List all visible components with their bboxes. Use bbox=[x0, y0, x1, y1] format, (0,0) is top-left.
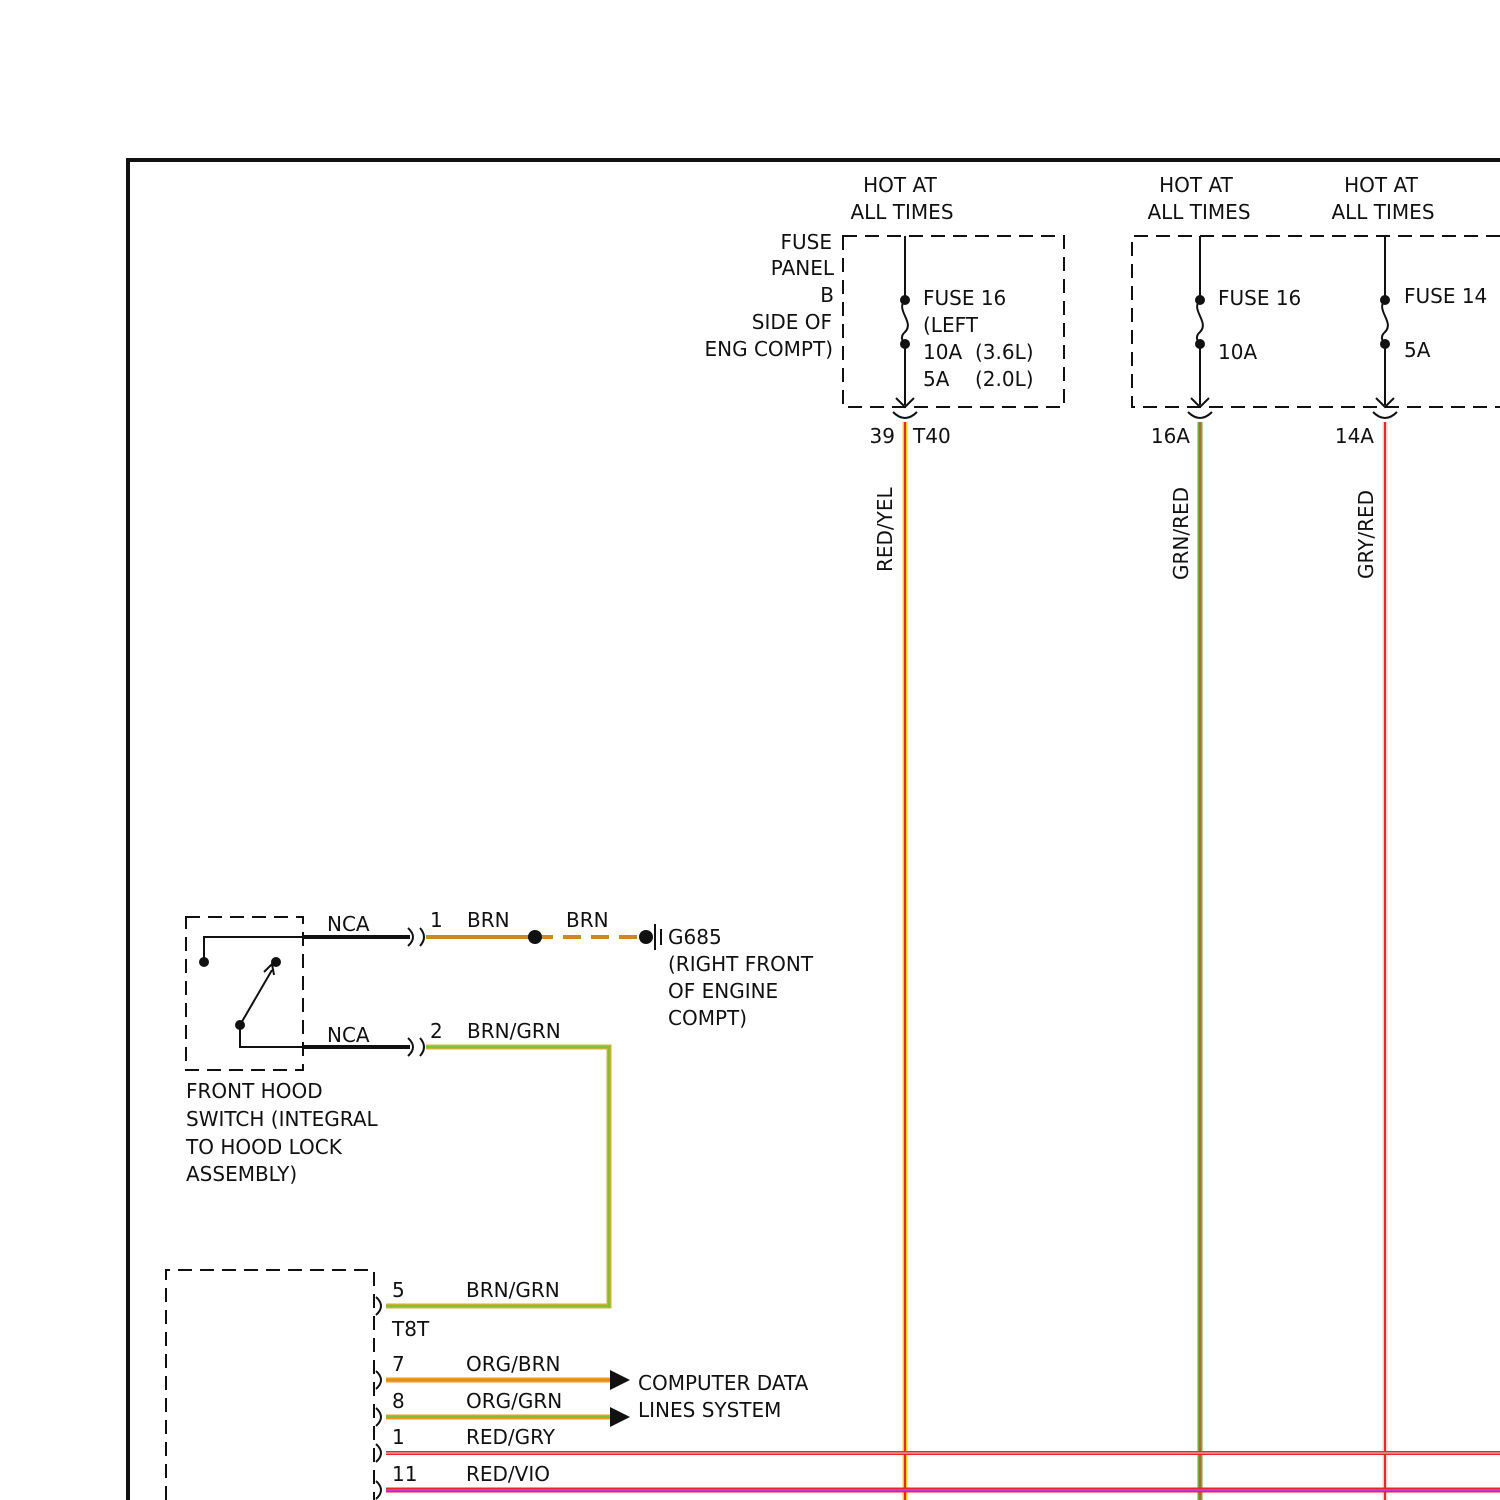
svg-text:SWITCH (INTEGRAL: SWITCH (INTEGRAL bbox=[186, 1107, 379, 1131]
ground-dot bbox=[639, 930, 653, 944]
fuse-c-symbol bbox=[1373, 236, 1397, 418]
fuse-c-name: FUSE 14 bbox=[1404, 284, 1487, 308]
module-pin-1: 1 bbox=[392, 1425, 405, 1449]
fuse-b-rating: 10A bbox=[1218, 340, 1257, 364]
hood-switch-name: FRONT HOOD SWITCH (INTEGRAL TO HOOD LOCK… bbox=[185, 1079, 379, 1186]
hood-pin-1: 1 bbox=[430, 908, 443, 932]
fuse-a-name: FUSE 16 bbox=[923, 286, 1006, 310]
module-pin-11: 11 bbox=[392, 1462, 417, 1486]
hood-pin-2: 2 bbox=[430, 1019, 443, 1043]
hot-label-2-line2: ALL TIMES bbox=[1147, 200, 1250, 224]
fuse-b-terminal-top bbox=[1195, 295, 1205, 305]
module-pin-7-color: ORG/BRN bbox=[466, 1352, 560, 1376]
wire-3-pin: 14A bbox=[1335, 424, 1374, 448]
data-lines-label-2: LINES SYSTEM bbox=[638, 1398, 781, 1422]
fuse-a-rating-2: 5A bbox=[923, 367, 950, 391]
svg-text:TO HOOD LOCK: TO HOOD LOCK bbox=[185, 1135, 343, 1159]
fuse-a-symbol bbox=[893, 236, 917, 418]
svg-text:SIDE OF: SIDE OF bbox=[752, 310, 832, 334]
splice-dot bbox=[528, 930, 542, 944]
module-connector-symbols bbox=[376, 1297, 381, 1499]
hot-label-1-line2: ALL TIMES bbox=[850, 200, 953, 224]
fuse-a-rating-1: 10A bbox=[923, 340, 962, 364]
hood-pin-1-color: BRN bbox=[467, 908, 510, 932]
svg-text:B: B bbox=[820, 283, 834, 307]
svg-text:ASSEMBLY): ASSEMBLY) bbox=[186, 1162, 297, 1186]
wire-2-color-label: GRN/RED bbox=[1169, 487, 1193, 580]
wire-brn-grn bbox=[386, 1047, 609, 1306]
wire-1-pin: 39 bbox=[870, 424, 895, 448]
ground-desc-3: COMPT) bbox=[668, 1006, 747, 1030]
hood-connector-symbols bbox=[408, 928, 424, 1056]
fuse-a-location: (LEFT bbox=[923, 313, 979, 337]
hood-switch-terminal-2 bbox=[271, 957, 281, 967]
wire-1-color-label: RED/YEL bbox=[873, 486, 897, 572]
module-pin-8-color: ORG/GRN bbox=[466, 1389, 562, 1413]
fuse-c-terminal-bottom bbox=[1380, 339, 1390, 349]
module-pin-8: 8 bbox=[392, 1389, 405, 1413]
hot-label-3-line1: HOT AT bbox=[1344, 173, 1418, 197]
wire-brn-grn-stripe bbox=[386, 1047, 609, 1306]
module-pin-5-color: BRN/GRN bbox=[466, 1278, 560, 1302]
ground-icon bbox=[655, 924, 661, 950]
hood-switch-contacts bbox=[204, 937, 303, 1047]
fuse-panel-box-2 bbox=[1132, 236, 1500, 407]
hot-label-2-line1: HOT AT bbox=[1159, 173, 1233, 197]
arrow-org-grn bbox=[610, 1407, 630, 1427]
hood-lead-1-label: NCA bbox=[327, 912, 370, 936]
hood-pin-2-color: BRN/GRN bbox=[467, 1019, 561, 1043]
fuse-a-terminal-bottom bbox=[900, 339, 910, 349]
fuse-a-engine-1: (3.6L) bbox=[975, 340, 1034, 364]
module-pin-5: 5 bbox=[392, 1278, 405, 1302]
module-pin-1-color: RED/GRY bbox=[466, 1425, 556, 1449]
module-box bbox=[166, 1270, 374, 1500]
diagram-frame bbox=[128, 160, 1500, 1500]
wire-1-connector: T40 bbox=[912, 424, 951, 448]
hot-label-3-line2: ALL TIMES bbox=[1331, 200, 1434, 224]
fuse-c-rating: 5A bbox=[1404, 338, 1431, 362]
module-pin-7: 7 bbox=[392, 1352, 405, 1376]
hot-label-1-line1: HOT AT bbox=[863, 173, 937, 197]
ground-id: G685 bbox=[668, 925, 722, 949]
hood-lead-2-label: NCA bbox=[327, 1023, 370, 1047]
svg-text:PANEL: PANEL bbox=[771, 256, 835, 280]
fuse-b-terminal-bottom bbox=[1195, 339, 1205, 349]
arrow-org-brn bbox=[610, 1370, 630, 1390]
svg-text:FUSE: FUSE bbox=[781, 230, 832, 254]
data-lines-label-1: COMPUTER DATA bbox=[638, 1371, 809, 1395]
wire-3-color-label: GRY/RED bbox=[1354, 490, 1378, 579]
module-pin-11-color: RED/VIO bbox=[466, 1462, 550, 1486]
ground-desc-2: OF ENGINE bbox=[668, 979, 778, 1003]
svg-text:ENG COMPT): ENG COMPT) bbox=[705, 337, 834, 361]
fuse-b-name: FUSE 16 bbox=[1218, 286, 1301, 310]
module-connector-id: T8T bbox=[391, 1317, 430, 1341]
ground-wire-color: BRN bbox=[566, 908, 609, 932]
fuse-c-terminal-top bbox=[1380, 295, 1390, 305]
fuse-a-engine-2: (2.0L) bbox=[975, 367, 1034, 391]
fuse-a-terminal-top bbox=[900, 295, 910, 305]
ground-desc-1: (RIGHT FRONT bbox=[668, 952, 814, 976]
hood-switch-pivot bbox=[235, 1020, 245, 1030]
fuse-b-symbol bbox=[1188, 236, 1212, 418]
wire-2-pin: 16A bbox=[1151, 424, 1190, 448]
hood-switch-terminal-1 bbox=[199, 957, 209, 967]
fuse-panel-label: FUSE PANEL B SIDE OF ENG COMPT) bbox=[705, 230, 835, 361]
svg-text:FRONT HOOD: FRONT HOOD bbox=[186, 1079, 323, 1103]
